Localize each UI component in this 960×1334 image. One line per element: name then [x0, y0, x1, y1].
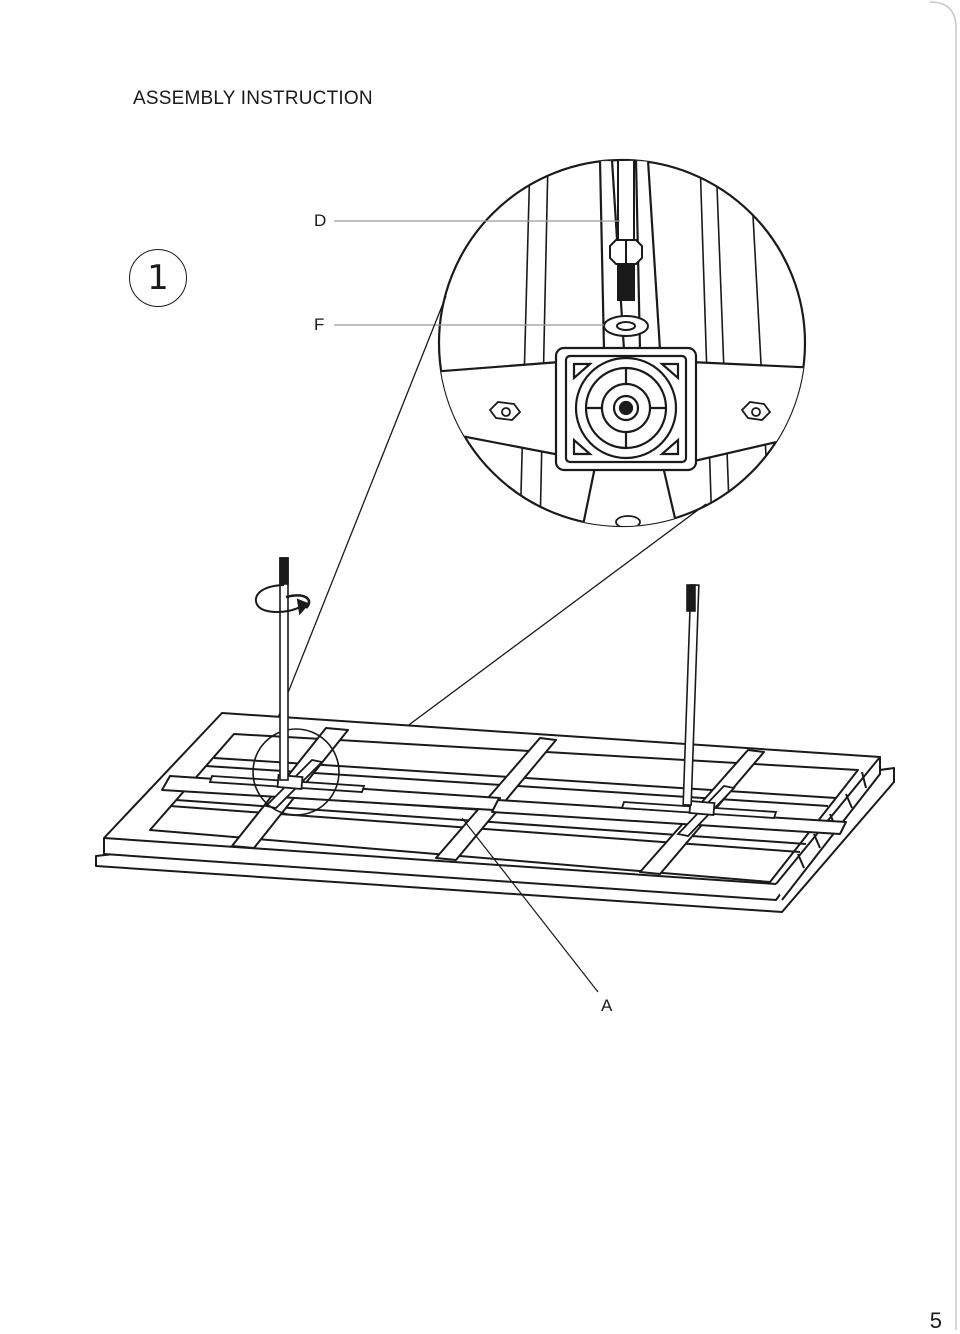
- callout-label-f: F: [314, 315, 325, 334]
- washer-f: [603, 315, 649, 337]
- bolt-left: [279, 557, 289, 781]
- bolt-right: [682, 584, 700, 806]
- projection-line-left: [257, 295, 447, 769]
- bolt-d: [609, 160, 643, 301]
- step-number: 1: [147, 258, 169, 298]
- callout-label-a: A: [601, 996, 613, 1015]
- magnifier-circle: [252, 728, 340, 816]
- callout-label-d: D: [314, 211, 327, 230]
- frame-bracket-right: [620, 785, 778, 837]
- step-number-badge: 1: [129, 249, 187, 307]
- leader-line-a: [461, 817, 599, 993]
- mounting-plate: [554, 346, 698, 472]
- page-number: 5: [929, 1308, 942, 1333]
- frame-slats-detail: [519, 160, 771, 526]
- page-border: [929, 1, 957, 1330]
- page-title: ASSEMBLY INSTRUCTION: [133, 88, 373, 109]
- rotation-arrow-icon: [254, 584, 311, 616]
- magnified-detail: [437, 158, 807, 528]
- bracket-slots: [488, 401, 772, 526]
